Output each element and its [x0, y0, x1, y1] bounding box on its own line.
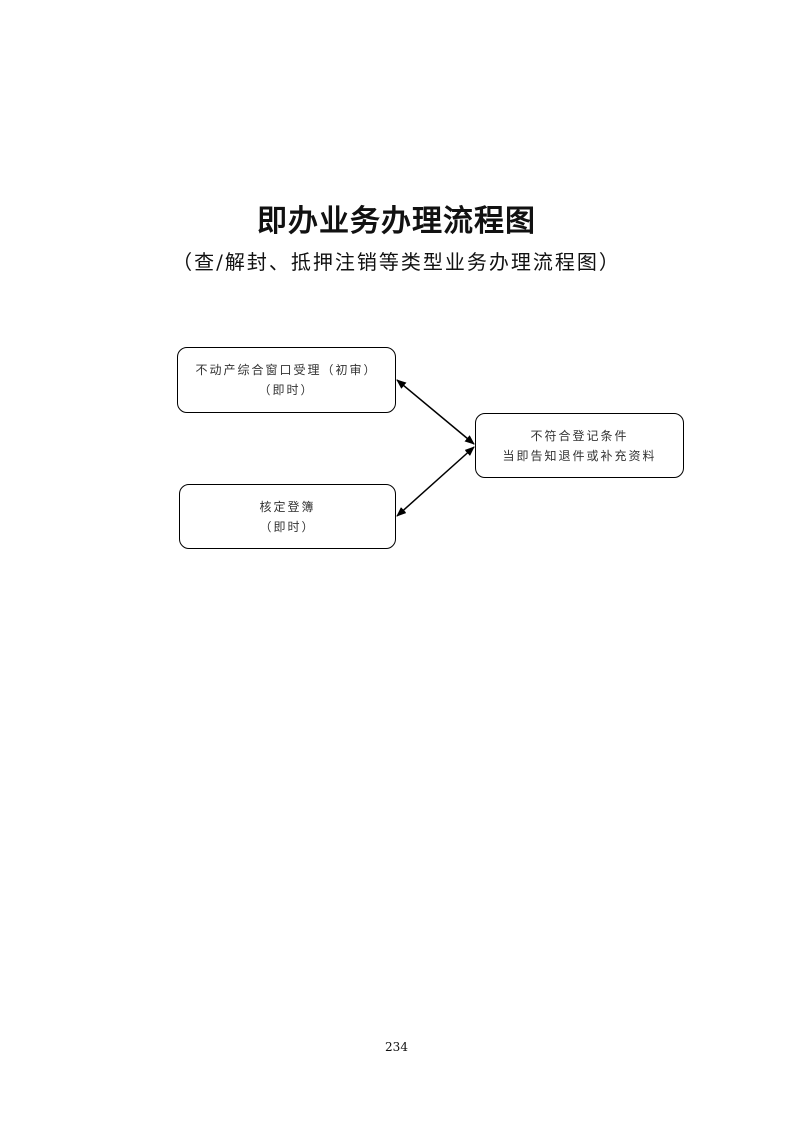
node-label: 不动产综合窗口受理（初审） — [195, 363, 378, 377]
node-acceptance: 不动产综合窗口受理（初审） （即时） — [177, 347, 396, 413]
edge-registration-rejection — [396, 446, 475, 517]
page-subtitle: （查/解封、抵押注销等类型业务办理流程图） — [172, 250, 621, 274]
page-title: 即办业务办理流程图 — [257, 204, 536, 239]
node-sublabel: 当即告知退件或补充资料 — [502, 448, 657, 463]
node-sublabel: （即时） — [259, 519, 316, 534]
page-number: 234 — [385, 1040, 408, 1054]
node-sublabel: （即时） — [258, 383, 315, 397]
edge-acceptance-rejection — [396, 379, 475, 445]
node-registration: 核定登簿 （即时） — [179, 484, 396, 549]
node-label: 不符合登记条件 — [530, 428, 629, 443]
node-rejection: 不符合登记条件 当即告知退件或补充资料 — [475, 413, 684, 478]
node-label: 核定登簿 — [259, 499, 316, 514]
